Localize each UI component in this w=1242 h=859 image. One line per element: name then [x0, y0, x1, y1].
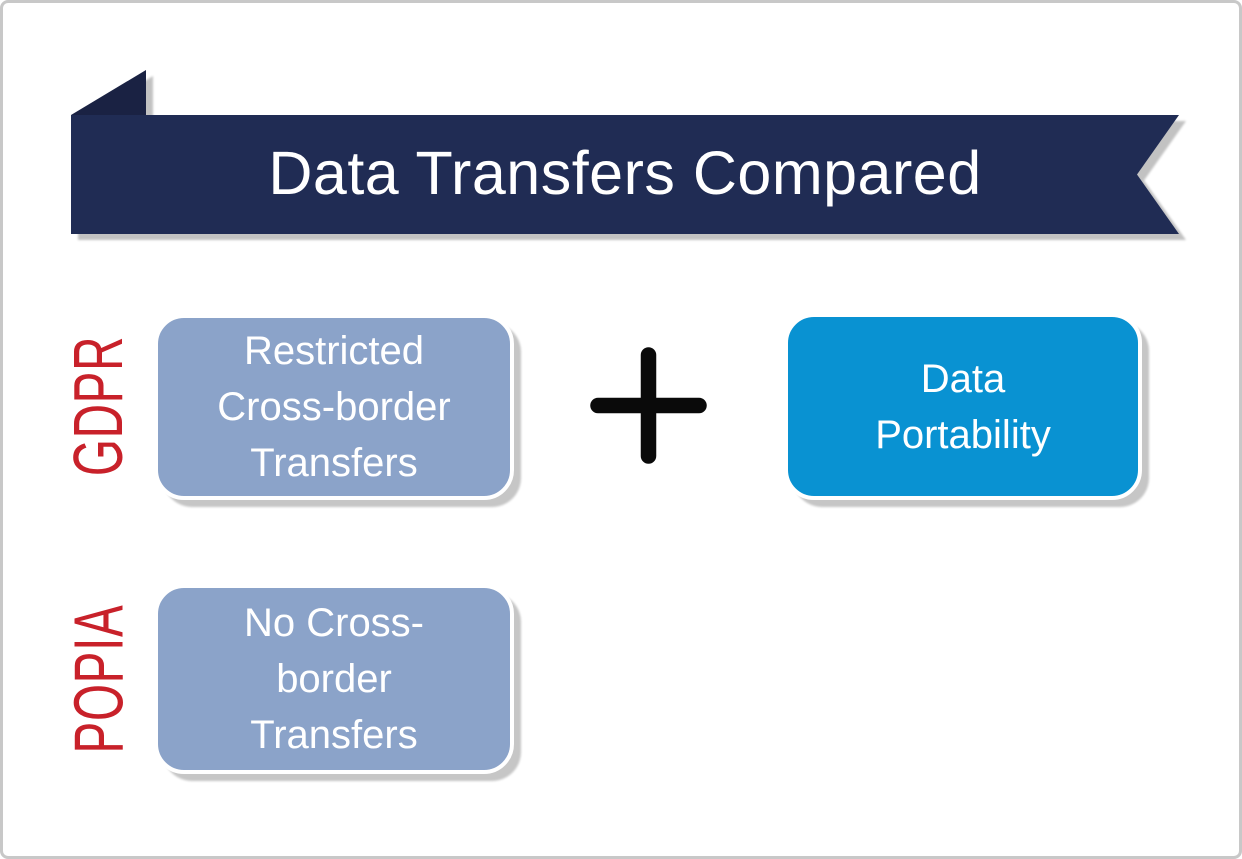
gdpr-data-portability-box: Data Portability: [784, 313, 1142, 500]
gdpr-restricted-transfers-box: Restricted Cross-border Transfers: [154, 314, 514, 500]
title-ribbon: Data Transfers Compared: [71, 70, 1179, 234]
box-text-line: Restricted: [243, 329, 425, 373]
ribbon-banner: Data Transfers Compared: [71, 115, 1179, 234]
popia-no-transfers-box: No Cross- border Transfers: [154, 584, 514, 774]
box-text-line: Cross-border: [217, 385, 451, 429]
box-text-line: border: [276, 657, 392, 701]
box-text-line: Transfers: [250, 441, 418, 485]
row-label-gdpr-text: GDPR: [59, 335, 137, 476]
page-title: Data Transfers Compared: [268, 138, 982, 207]
row-label-gdpr: GDPR: [59, 314, 137, 497]
plus-icon: [590, 347, 707, 464]
box-text-line: No Cross-: [243, 601, 425, 645]
row-label-popia-text: POPIA: [59, 604, 137, 754]
box-text-line: Portability: [875, 412, 1051, 457]
box-text-line: Transfers: [250, 713, 418, 757]
ribbon-fold-corner: [71, 70, 146, 115]
box-text-line: Data: [920, 356, 1006, 401]
row-label-popia: POPIA: [59, 587, 137, 771]
